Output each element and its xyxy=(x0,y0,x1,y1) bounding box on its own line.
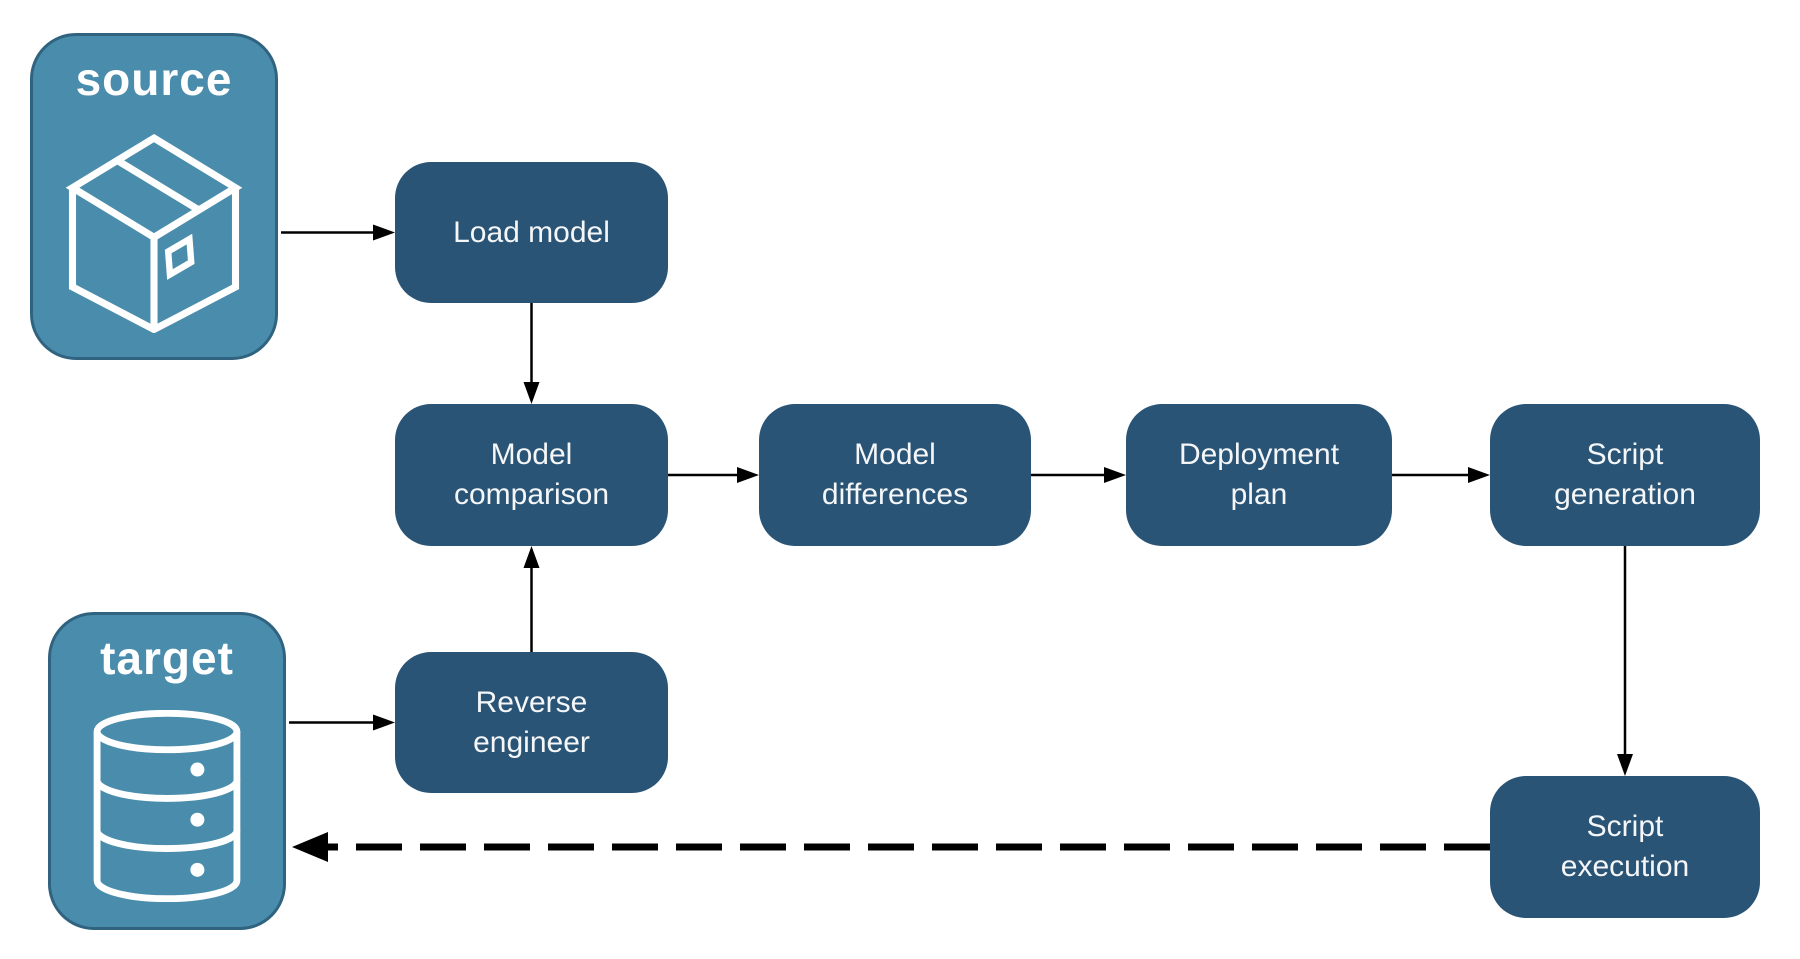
target-container: target xyxy=(48,612,286,930)
arrowhead xyxy=(1617,754,1633,776)
node-label: Model comparison xyxy=(453,438,610,511)
node-model-differences: Model differences xyxy=(759,404,1031,546)
arrowhead xyxy=(373,224,395,241)
edge-deployment-plan-script-generation xyxy=(1392,467,1490,483)
edge-model-differences-deployment-plan xyxy=(1031,467,1126,483)
node-label: Load model xyxy=(453,215,610,249)
node-label: Script generation xyxy=(1554,438,1696,511)
arrowhead xyxy=(292,832,328,862)
edge-load-model-model-comparison xyxy=(523,303,540,404)
node-label: Model differences xyxy=(821,438,969,511)
node-reverse-engineer: Reverse engineer xyxy=(395,652,668,793)
node-script-execution: Script execution xyxy=(1490,776,1760,918)
edge-target-reverse-engineer xyxy=(289,714,395,731)
node-label: Deployment plan xyxy=(1178,438,1340,511)
edge-model-comparison-model-differences xyxy=(668,467,759,483)
edge-script-generation-script-execution xyxy=(1617,546,1633,776)
edge-reverse-engineer-model-comparison xyxy=(523,546,540,652)
edge-source-load-model xyxy=(281,224,395,241)
arrowhead xyxy=(523,546,540,568)
edge-script-execution-target xyxy=(292,832,1490,862)
arrowhead xyxy=(523,382,540,404)
arrowhead xyxy=(373,714,395,731)
arrowhead xyxy=(1104,467,1126,483)
database-icon xyxy=(93,710,241,902)
node-label: Script execution xyxy=(1560,810,1690,883)
node-deployment-plan: Deployment plan xyxy=(1126,404,1392,546)
node-model-comparison: Model comparison xyxy=(395,404,668,546)
node-label: Reverse engineer xyxy=(473,685,590,759)
package-icon xyxy=(65,133,243,333)
node-load-model: Load model xyxy=(395,162,668,303)
node-script-generation: Script generation xyxy=(1490,404,1760,546)
source-container: source xyxy=(30,33,278,360)
arrowhead xyxy=(1468,467,1490,483)
arrowhead xyxy=(737,467,759,483)
source-title: source xyxy=(75,53,233,105)
target-title: target xyxy=(100,632,234,684)
